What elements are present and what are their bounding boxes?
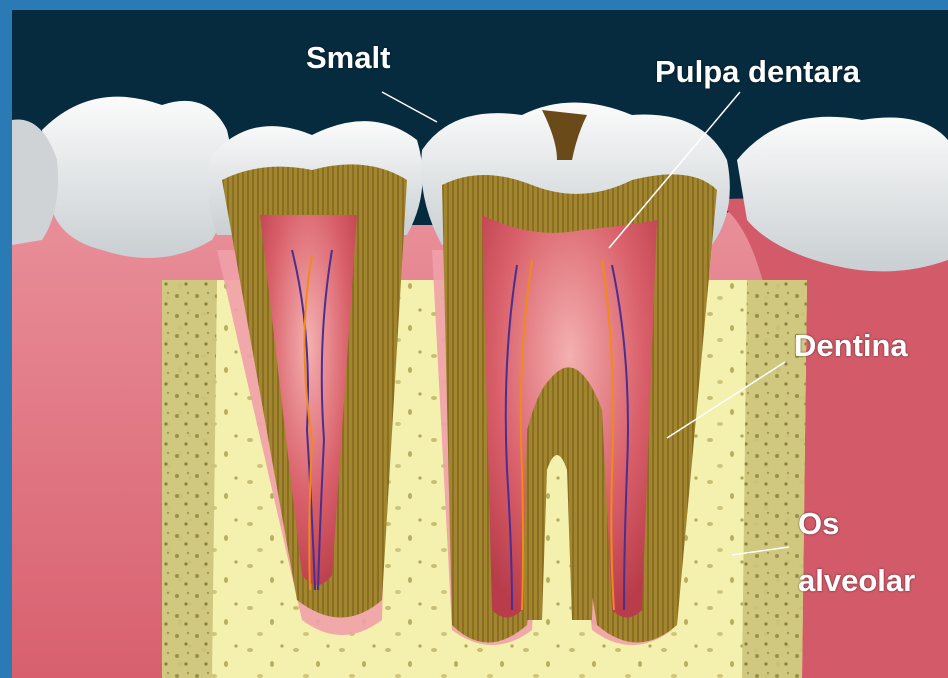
cortical-bone-left (162, 280, 217, 678)
alveolar-bone-label-line2: alveolar (798, 563, 915, 599)
tooth-illustration-frame: Smalt Pulpa dentara Dentina Os alveolar (12, 10, 948, 678)
alveolar-bone-label-line1: Os (798, 506, 839, 542)
left-neighbor-tooth (42, 97, 232, 258)
enamel-pointer-line (382, 92, 437, 122)
dentin-label: Dentina (794, 328, 908, 364)
pulp-label: Pulpa dentara (655, 54, 860, 90)
enamel-label: Smalt (306, 40, 390, 76)
